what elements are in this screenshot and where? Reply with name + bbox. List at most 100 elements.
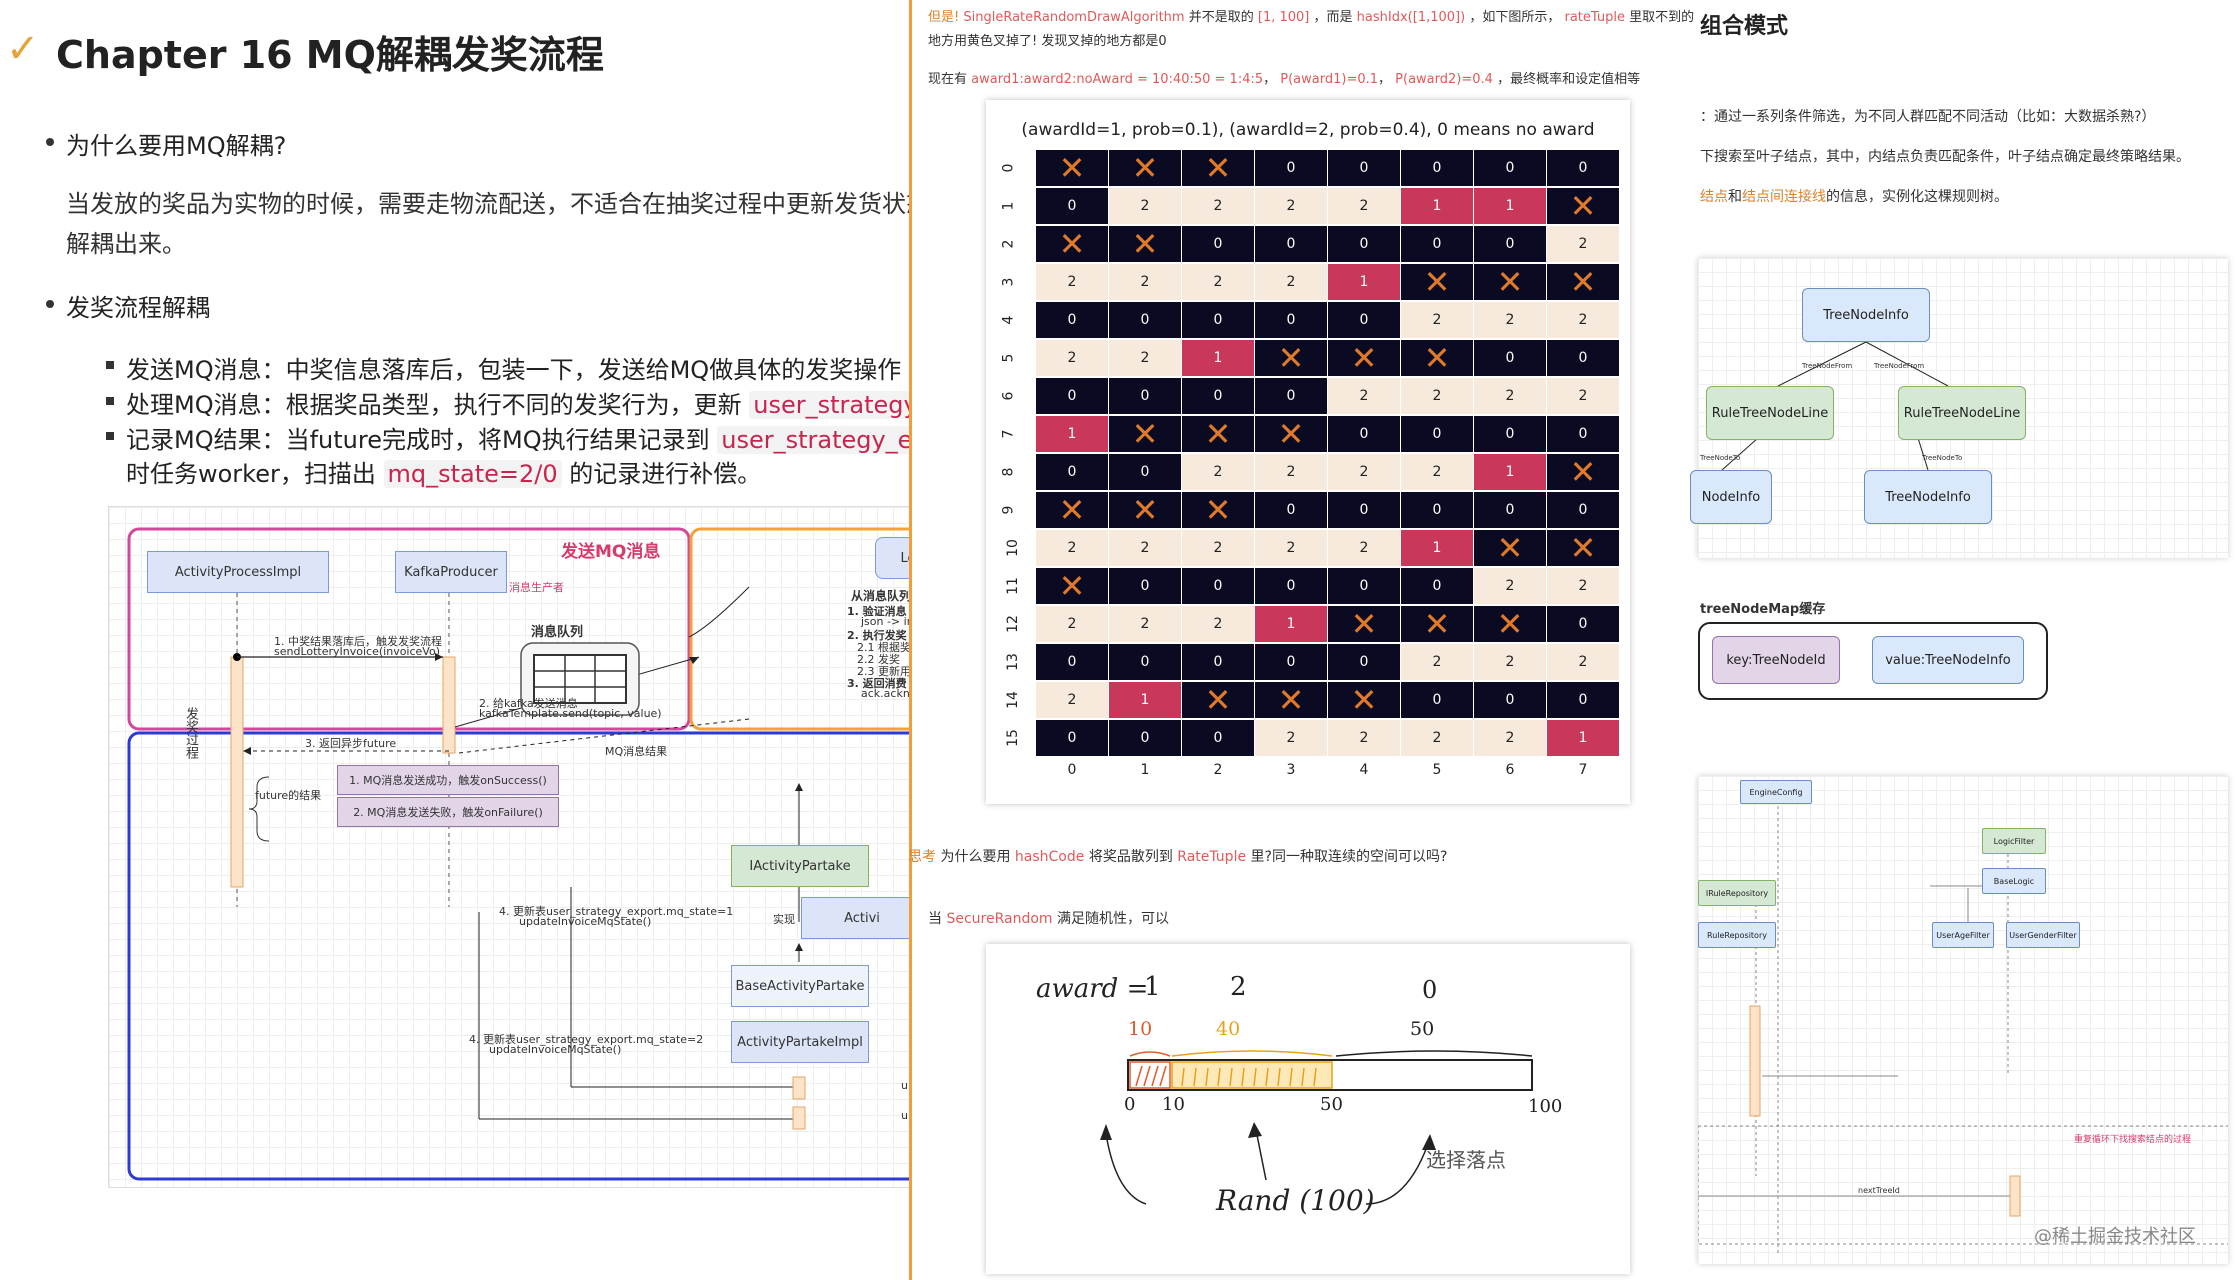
heatmap-cell: 2 xyxy=(1328,530,1400,566)
heatmap-cell: ✕ xyxy=(1109,491,1181,529)
update-method-1: updateInvoiceMqState() xyxy=(519,915,652,928)
rule-repository-box: RuleRepository xyxy=(1698,922,1776,948)
consume-step-1b: json -> in xyxy=(861,615,909,628)
consume-step-1: 1. 验证消息 xyxy=(847,605,907,618)
heatmap-cell: 0 xyxy=(1109,644,1181,680)
consume-title: 从消息队列 xyxy=(851,589,909,603)
heatmap-cell: 1 xyxy=(1036,416,1108,452)
inline-code: SecureRandom xyxy=(946,911,1053,927)
seq-lines xyxy=(1698,806,2228,1256)
heatmap-cell: ✕ xyxy=(1255,339,1327,377)
heatmap-cell: 2 xyxy=(1401,302,1473,338)
heatmap-cell: 0 xyxy=(1328,568,1400,604)
inline-code: hashCode xyxy=(1014,849,1085,865)
panel-divider xyxy=(909,0,912,1280)
heatmap-cell: 0 xyxy=(1328,302,1400,338)
square-bullet-icon xyxy=(106,397,114,405)
hand-value-10: 10 xyxy=(1128,1018,1153,1040)
mq-sequence-diagram: 发送MQ消息 ActivityProcessImpl KafkaProducer… xyxy=(108,506,909,1188)
heatmap-cell: 2 xyxy=(1109,606,1181,642)
listener-box: Lo xyxy=(875,537,909,579)
paragraph-line-1: 当发放的奖品为实物的时候，需要走物流配送，不适合在抽奖过程中更新发货状态 xyxy=(66,190,909,218)
heatmap-cell: 2 xyxy=(1328,720,1400,756)
tree-leaf-2: TreeNodeInfo xyxy=(1864,470,1992,524)
heatmap-cell: 2 xyxy=(1474,720,1546,756)
heading-decouple: 发奖流程解耦 xyxy=(66,294,210,322)
heatmap-cell: ✕ xyxy=(1401,263,1473,301)
note-line-1: 但是! SingleRateRandomDrawAlgorithm 并不是取的 … xyxy=(928,6,1694,25)
heatmap-cell: 2 xyxy=(1474,644,1546,680)
right-text: 的信息，实例化这棵规则树。 xyxy=(1826,189,2008,205)
heatmap-cell: 2 xyxy=(1255,720,1327,756)
heatmap-cell: 0 xyxy=(1474,226,1546,262)
heatmap-cell: 1 xyxy=(1401,188,1473,224)
heatmap-cell: 0 xyxy=(1547,340,1619,376)
heatmap-cell: 2 xyxy=(1547,568,1619,604)
tree-from-2: TreeNodeFrom xyxy=(1874,362,1925,370)
on-failure-box: 2. MQ消息发送失败，触发onFailure() xyxy=(337,797,559,827)
heatmap-cell: 0 xyxy=(1036,454,1108,490)
highlight-edge: 结点间连接线 xyxy=(1742,189,1826,205)
update-state-2: 4. 更新表user_strategy_export.mq_state=2 xyxy=(469,1033,704,1046)
heatmap-cell: 0 xyxy=(1036,378,1108,414)
x-tick-label: 1 xyxy=(1140,762,1150,778)
consume-step-2: 2. 执行发奖 xyxy=(847,629,907,642)
note-text: ，而是 xyxy=(1313,10,1353,25)
heatmap-cell: ✕ xyxy=(1547,529,1619,567)
cache-key-box: key:TreeNodeId xyxy=(1712,636,1840,684)
heatmap-cell: 0 xyxy=(1109,378,1181,414)
inline-code: P(award2)=0.4 xyxy=(1395,72,1493,87)
message-queue-label: 消息队列 xyxy=(531,625,584,640)
heatmap-figure: (awardId=1, prob=0.1), (awardId=2, prob=… xyxy=(986,100,1630,804)
inline-code: RateTuple xyxy=(1177,849,1247,865)
heatmap-cell: 2 xyxy=(1036,530,1108,566)
y-tick-label: 6 xyxy=(1000,391,1017,401)
heatmap-cell: ✕ xyxy=(1547,453,1619,491)
base-activity-partake-box: BaseActivityPartake xyxy=(731,965,869,1007)
heatmap-cell: 2 xyxy=(1036,340,1108,376)
heatmap-cell: 0 xyxy=(1328,644,1400,680)
right-line-3: 结点和结点间连接线的信息，实例化这棵规则树。 xyxy=(1700,186,2008,206)
y-tick-label: 1 xyxy=(1000,201,1017,211)
right-line-1: ：通过一系列条件筛选，为不同人群匹配不同活动（比如：大数据杀熟?） xyxy=(1700,109,2156,125)
heatmap-cell: 2 xyxy=(1109,188,1181,224)
next-tree-id-label: nextTreeId xyxy=(1858,1186,1900,1195)
inline-code: rateTuple xyxy=(1564,10,1625,25)
heatmap-cell: 0 xyxy=(1474,682,1546,718)
hand-value-50: 50 xyxy=(1410,1018,1435,1040)
y-tick-label: 0 xyxy=(1000,163,1017,173)
secure-text: 满足随机性，可以 xyxy=(1057,911,1169,927)
heatmap-cell: 2 xyxy=(1255,264,1327,300)
y-tick-label: 8 xyxy=(1000,467,1017,477)
y-tick-label: 7 xyxy=(1000,429,1017,439)
consume-step-22: 2.2 发奖 xyxy=(857,653,900,666)
secure-line: 当 SecureRandom 满足随机性，可以 xyxy=(928,908,1169,928)
heatmap-cell: 0 xyxy=(1401,682,1473,718)
heatmap-cell: 0 xyxy=(1474,492,1546,528)
heatmap-cell: 0 xyxy=(1182,644,1254,680)
heatmap-cell: ✕ xyxy=(1255,681,1327,719)
on-success-box: 1. MQ消息发送成功，触发onSuccess() xyxy=(337,765,559,795)
heatmap-cell: 2 xyxy=(1328,378,1400,414)
inline-code: P(award1)=0.1 xyxy=(1280,72,1379,87)
activity-process-impl-box: ActivityProcessImpl xyxy=(147,551,329,593)
hand-tick-100: 100 xyxy=(1528,1096,1563,1117)
note-line-3: 现在有 award1:award2:noAward = 10:40:50 = 1… xyxy=(928,72,1641,87)
heatmap-cell: 0 xyxy=(1328,416,1400,452)
heatmap-cell: 2 xyxy=(1182,606,1254,642)
heatmap-cell: ✕ xyxy=(1474,529,1546,567)
think-line: 思考 为什么要用 hashCode 将奖品散列到 RateTuple 里?同一种… xyxy=(908,846,1447,866)
note-text: 里取不到的 xyxy=(1629,10,1695,25)
cache-title: treeNodeMap缓存 xyxy=(1700,602,1826,617)
mq-result-label: MQ消息结果 xyxy=(605,745,668,758)
heatmap-cell: 0 xyxy=(1182,720,1254,756)
note-text: 并不是取的 xyxy=(1188,10,1254,25)
y-tick-label: 13 xyxy=(1004,653,1021,671)
heatmap-cell: 0 xyxy=(1474,340,1546,376)
kafka-producer-box: KafkaProducer xyxy=(395,551,507,593)
heatmap-cell: 2 xyxy=(1255,530,1327,566)
heatmap-cell: ✕ xyxy=(1401,605,1473,643)
check-icon: ✓ xyxy=(6,26,40,72)
heatmap-cell: 0 xyxy=(1255,568,1327,604)
engine-config-box: EngineConfig xyxy=(1740,780,1812,804)
